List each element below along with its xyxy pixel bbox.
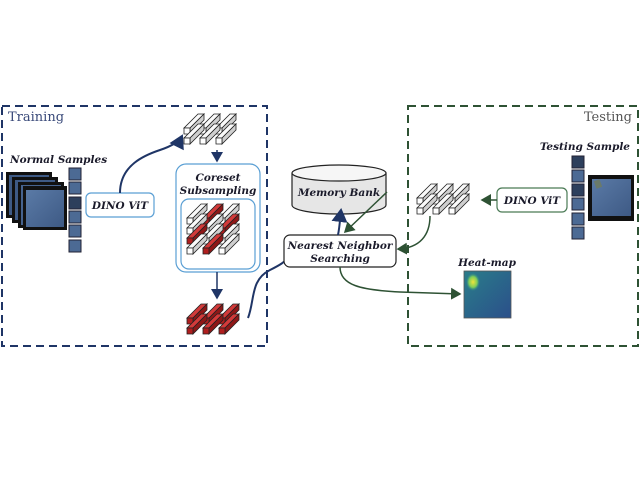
training-feature-block	[183, 123, 205, 145]
training-feature-arrow	[119, 134, 184, 194]
coreset-feature-block	[186, 233, 208, 255]
normal-sample-stack	[6, 172, 67, 230]
selected-feature-block	[186, 313, 208, 335]
heatmap-image	[463, 270, 512, 319]
selected-feature-block	[218, 313, 240, 335]
memory-bank	[291, 164, 387, 215]
test-features-to-nn-arrow	[396, 215, 431, 255]
coreset-label-2: Subsampling	[180, 185, 257, 197]
dino-vit-testing-label: DINO ViT	[503, 195, 561, 207]
training-feature-block	[215, 123, 237, 145]
training-label: Training	[8, 110, 64, 125]
heatmap-label: Heat-map	[457, 257, 517, 269]
coreset-label-1: Coreset	[195, 172, 240, 184]
memory-to-nn-green-arrow	[343, 191, 388, 234]
coreset-inner-box	[180, 198, 256, 270]
selected-feature-block	[202, 313, 224, 335]
training-feature-block	[199, 123, 221, 145]
testing-feature-block	[448, 193, 470, 215]
nn-label-2: Searching	[310, 253, 370, 265]
training-region	[1, 105, 268, 347]
testing-feature-block	[432, 193, 454, 215]
nn-to-heatmap-arrow	[339, 266, 462, 300]
testing-feature-block	[416, 193, 438, 215]
nn-to-memory-arrow	[331, 208, 348, 236]
coreset-subsampling-box	[175, 163, 261, 273]
memory-bank-label: Memory Bank	[297, 187, 380, 199]
testing-sample-label: Testing Sample	[540, 141, 630, 153]
testing-label: Testing	[584, 110, 632, 125]
testing-region	[407, 105, 639, 347]
coreset-feature-block	[218, 233, 240, 255]
normal-samples-label: Normal Samples	[9, 154, 107, 166]
dino-vit-training-label: DINO ViT	[91, 200, 149, 212]
normal-sample-patches	[68, 167, 82, 253]
nn-label-1: Nearest Neighbor	[287, 240, 394, 252]
coreset-feature-block	[202, 233, 224, 255]
testing-sample-patches	[571, 155, 585, 240]
testing-sample-image	[588, 175, 634, 221]
